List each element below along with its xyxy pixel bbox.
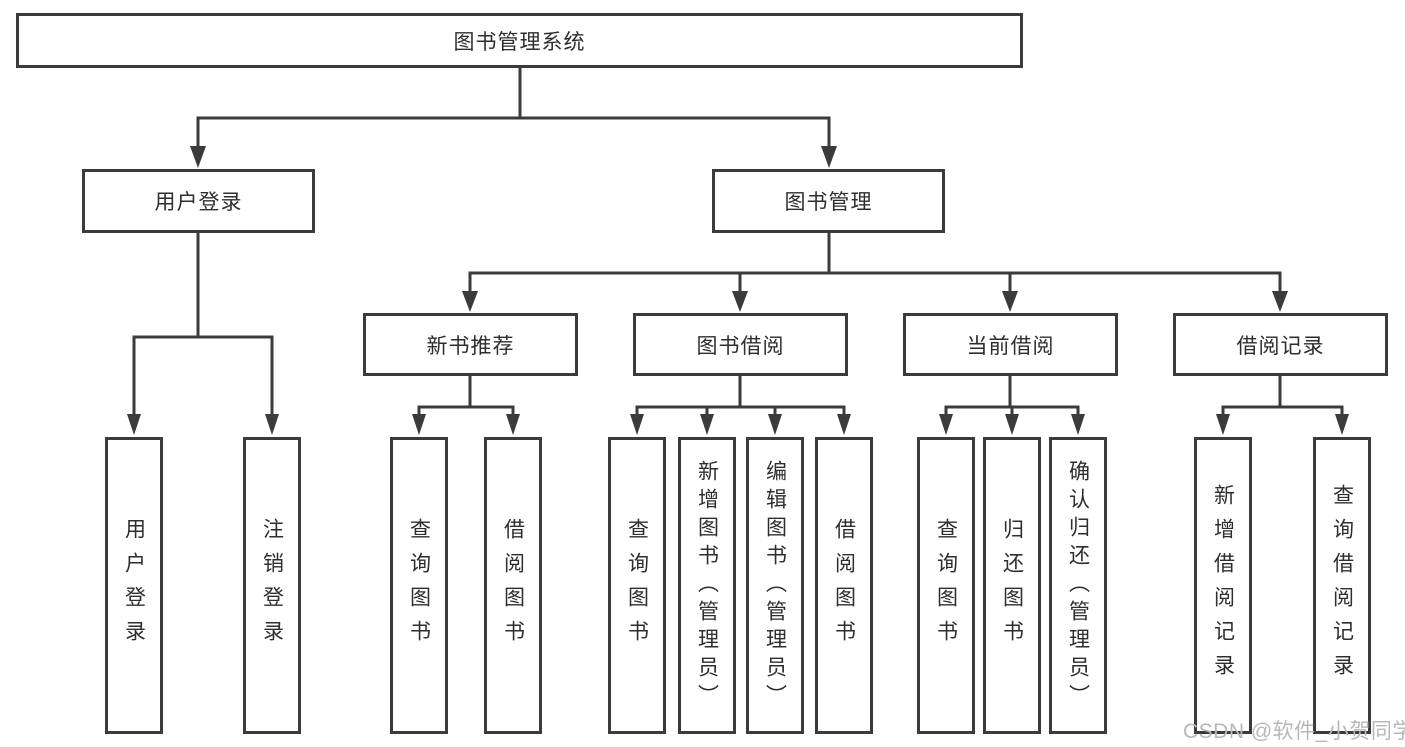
leaf-add-books-admin: 新增图书（管理员） bbox=[678, 437, 736, 734]
node-label: 借阅图书 bbox=[832, 517, 856, 654]
node-label: 查询图书 bbox=[934, 517, 958, 654]
node-label: 用户登录 bbox=[122, 517, 146, 654]
leaf-query-borrow-record: 查询借阅记录 bbox=[1313, 437, 1371, 734]
node-label: 当前借阅 bbox=[966, 334, 1055, 358]
node-label: 查询借阅记录 bbox=[1330, 483, 1354, 688]
watermark: CSDN @软件_小贺同学 bbox=[1183, 720, 1405, 743]
leaf-query-books-current: 查询图书 bbox=[917, 437, 975, 734]
leaf-borrow-books-recommend: 借阅图书 bbox=[484, 437, 542, 734]
leaf-query-books-recommend: 查询图书 bbox=[390, 437, 448, 734]
node-new-book-recommend: 新书推荐 bbox=[363, 313, 578, 376]
node-label: 新书推荐 bbox=[426, 334, 515, 358]
leaf-confirm-return-admin: 确认归还（管理员） bbox=[1049, 437, 1107, 734]
leaf-return-books: 归还图书 bbox=[983, 437, 1041, 734]
leaf-edit-books-admin: 编辑图书（管理员） bbox=[746, 437, 804, 734]
node-label: 新增借阅记录 bbox=[1211, 483, 1235, 688]
node-label: 图书管理系统 bbox=[453, 30, 586, 54]
node-borrow-records: 借阅记录 bbox=[1173, 313, 1388, 376]
node-label: 查询图书 bbox=[407, 517, 431, 654]
node-label: 编辑图书（管理员） bbox=[763, 459, 787, 712]
leaf-user-login: 用户登录 bbox=[105, 437, 163, 734]
node-library-system: 图书管理系统 bbox=[16, 13, 1023, 68]
node-label: 借阅记录 bbox=[1236, 334, 1325, 358]
leaf-query-books-borrow: 查询图书 bbox=[608, 437, 666, 734]
node-label: 查询图书 bbox=[625, 517, 649, 654]
node-book-borrow: 图书借阅 bbox=[633, 313, 848, 376]
arrowheads bbox=[127, 146, 1349, 435]
node-label: 图书借阅 bbox=[696, 334, 785, 358]
leaf-borrow-books: 借阅图书 bbox=[815, 437, 873, 734]
leaf-logout: 注销登录 bbox=[243, 437, 301, 734]
node-user-login: 用户登录 bbox=[82, 169, 315, 233]
node-book-management: 图书管理 bbox=[712, 169, 945, 233]
node-label: 确认归还（管理员） bbox=[1066, 459, 1090, 712]
node-label: 借阅图书 bbox=[501, 517, 525, 654]
node-current-borrow: 当前借阅 bbox=[903, 313, 1118, 376]
node-label: 用户登录 bbox=[154, 191, 243, 214]
leaf-add-borrow-record: 新增借阅记录 bbox=[1194, 437, 1252, 734]
node-label: 注销登录 bbox=[260, 517, 284, 654]
node-label: 新增图书（管理员） bbox=[695, 459, 719, 712]
node-label: 归还图书 bbox=[1000, 517, 1024, 654]
node-label: 图书管理 bbox=[784, 191, 873, 214]
